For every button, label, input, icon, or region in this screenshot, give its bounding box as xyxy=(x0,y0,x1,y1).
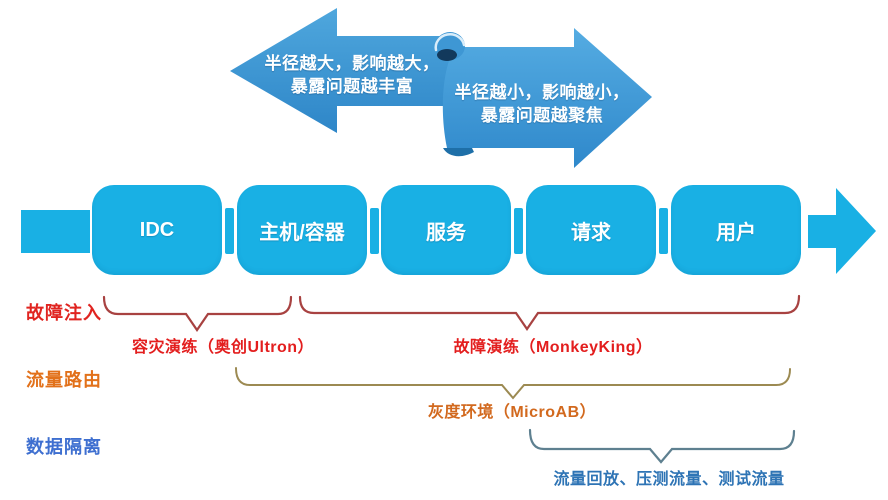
annotation-traffic-tools: 流量回放、压测流量、测试流量 xyxy=(553,471,785,488)
stage-connector xyxy=(659,208,668,254)
stage-connector xyxy=(514,208,523,254)
brace-gray-env xyxy=(235,367,791,400)
annotation-fault-drill: 故障演练（MonkeyKing） xyxy=(453,339,653,356)
scroll-curl-shadow-icon xyxy=(437,49,457,61)
scroll-curl-highlight-icon xyxy=(434,33,466,52)
stage-connector xyxy=(370,208,379,254)
left-impact-arrow-shape xyxy=(230,8,456,133)
stage-box-host-container: 主机/容器 xyxy=(237,185,367,275)
left-arrow-caption: 半径越大，影响越大， 暴露问题越丰富 xyxy=(252,52,452,98)
row-label-fault-injection: 故障注入 xyxy=(26,303,102,323)
brace-data-isolation xyxy=(528,428,796,464)
right-arrow-caption: 半径越小，影响越小， 暴露问题越聚焦 xyxy=(442,81,642,127)
left-arrow-caption-line2: 暴露问题越丰富 xyxy=(290,77,414,96)
stage-connector xyxy=(225,208,234,254)
right-arrow-caption-line2: 暴露问题越聚焦 xyxy=(480,106,604,125)
brace-disaster-drill xyxy=(102,295,293,332)
annotation-disaster-drill: 容灾演练（奥创Ultron） xyxy=(131,339,315,356)
flow-arrowhead-icon xyxy=(808,188,876,274)
stage-box-user: 用户 xyxy=(671,185,801,275)
left-arrow-caption-line1: 半径越大，影响越大， xyxy=(264,54,440,73)
stage-box-idc: IDC xyxy=(92,185,222,275)
row-label-traffic-routing: 流量路由 xyxy=(26,370,102,390)
flow-track-bar xyxy=(21,210,90,253)
row-label-data-isolation: 数据隔离 xyxy=(26,437,102,457)
stage-box-service: 服务 xyxy=(381,185,511,275)
annotation-gray-environment: 灰度环境（MicroAB） xyxy=(427,404,597,421)
stage-box-request: 请求 xyxy=(526,185,656,275)
brace-fault-drill xyxy=(298,294,801,331)
right-arrow-caption-line1: 半径越小，影响越小， xyxy=(454,83,630,102)
scroll-bottom-fold-icon xyxy=(443,148,474,157)
right-focus-arrow-shape xyxy=(442,28,652,168)
